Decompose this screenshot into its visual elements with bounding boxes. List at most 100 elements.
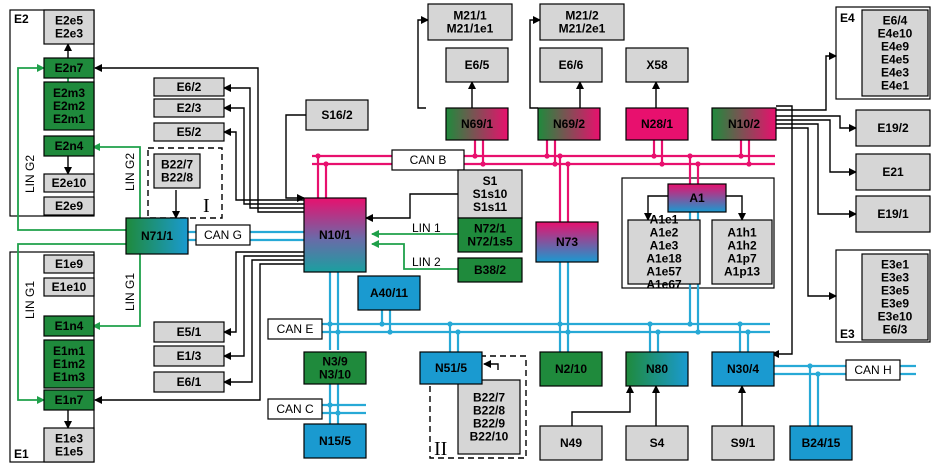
- module-label-line: S9/1: [731, 436, 756, 450]
- module-n71-1: N71/1: [141, 229, 173, 243]
- module-label-line: N49: [560, 436, 582, 450]
- module-n10-2: N10/2: [728, 117, 760, 131]
- module-label-line: E2m1: [53, 112, 85, 126]
- module-e2n4: E2n4: [55, 139, 84, 153]
- module-label-line: B22/10: [470, 430, 509, 444]
- module-n69-2: N69/2: [553, 117, 585, 131]
- module-label-line: X58: [646, 58, 668, 72]
- lin-g1-outer-label: LIN G1: [23, 281, 37, 319]
- module-label-line: A1e57: [646, 265, 682, 279]
- module-label-line: E4e9: [881, 40, 909, 54]
- module-label-line: E1n4: [55, 319, 84, 333]
- module-e6-1: E6/1: [177, 375, 202, 389]
- module-a40-11: A40/11: [370, 286, 408, 300]
- lin-g2-outer-label: LIN G2: [23, 155, 37, 193]
- module-label-line: N30/4: [727, 362, 759, 376]
- module-e2e9: E2e9: [55, 199, 83, 213]
- module-a1: A1: [689, 191, 705, 205]
- module-label-line: S1: [483, 174, 498, 188]
- module-label-line: N15/5: [319, 434, 351, 448]
- module-label-line: E2m2: [53, 99, 85, 113]
- lin-lines: [17, 64, 462, 404]
- module-label-line: A1h2: [727, 239, 757, 253]
- module-n2-10: N2/10: [555, 362, 587, 376]
- lin-1-label: LIN 1: [412, 221, 441, 235]
- module-label-line: N72/1: [474, 222, 506, 236]
- module-label-line: E4e10: [878, 27, 913, 41]
- module-label-line: E2n7: [55, 61, 84, 75]
- module-e1n4: E1n4: [55, 319, 84, 333]
- module-label-line: N51/5: [435, 361, 467, 375]
- lin-2-label: LIN 2: [412, 255, 441, 269]
- module-label-line: A1p7: [727, 252, 757, 266]
- lin-g1-inner-label: LIN G1: [123, 273, 137, 311]
- module-label-line: E3e1: [881, 258, 909, 272]
- module-e1n7: E1n7: [55, 393, 84, 407]
- module-e2-3: E2/3: [177, 101, 202, 115]
- module-label-line: E1/3: [177, 349, 202, 363]
- module-n80: N80: [646, 362, 668, 376]
- module-label-line: E5/1: [177, 325, 202, 339]
- module-e1e9: E1e9: [55, 257, 83, 271]
- module-label-line: M21/1e1: [447, 22, 494, 36]
- can-b-label: CAN B: [410, 153, 447, 167]
- module-label-line: A1e1: [650, 213, 679, 227]
- module-n30-4: N30/4: [727, 362, 759, 376]
- module-label-line: B22/9: [473, 417, 505, 431]
- module-label-line: E2/3: [177, 101, 202, 115]
- module-label-line: A1h1: [727, 226, 757, 240]
- module-label-line: E21: [882, 165, 904, 179]
- module-b38-2: B38/2: [474, 263, 506, 277]
- module-label-line: A1e3: [650, 239, 679, 253]
- module-e5-1: E5/1: [177, 325, 202, 339]
- group-label-i: I: [203, 195, 210, 217]
- module-x58: X58: [646, 58, 668, 72]
- module-e1e10: E1e10: [52, 280, 87, 294]
- module-label-line: E1e5: [55, 445, 83, 459]
- module-label-line: M21/1: [453, 9, 487, 23]
- module-label-line: E1m1: [53, 344, 85, 358]
- module-label-line: B22/8: [161, 171, 193, 185]
- module-label-line: B22/7: [473, 391, 505, 405]
- module-label-line: E2e5: [55, 14, 83, 28]
- module-label-line: B38/2: [474, 263, 506, 277]
- module-label-line: E4e5: [881, 53, 909, 67]
- can-e-bus: [322, 212, 770, 352]
- module-label-line: N69/2: [553, 117, 585, 131]
- module-label-line: E5/2: [177, 125, 202, 139]
- can-e-nodes: [327, 321, 751, 335]
- module-e6-2: E6/2: [177, 80, 202, 94]
- module-label-line: E1e10: [52, 280, 87, 294]
- can-e-label: CAN E: [277, 322, 314, 336]
- module-label-line: E3e3: [881, 271, 909, 285]
- module-label-line: E2e10: [52, 176, 87, 190]
- module-label-line: E4e1: [881, 79, 909, 93]
- module-label-line: E1m3: [53, 370, 85, 384]
- lin-g2-inner-label: LIN G2: [123, 153, 137, 191]
- module-label-line: E6/3: [883, 323, 908, 337]
- module-label-line: E2e3: [55, 27, 83, 41]
- module-label-line: S4: [650, 436, 665, 450]
- module-label-line: E4e3: [881, 66, 909, 80]
- module-label-line: N73: [556, 235, 578, 249]
- group-label-e2: E2: [14, 12, 29, 26]
- group-label-e1: E1: [14, 447, 29, 461]
- module-s9-1: S9/1: [731, 436, 756, 450]
- module-label-line: B22/7: [161, 158, 193, 172]
- module-label-line: B24/15: [802, 436, 841, 450]
- module-label-line: E3e5: [881, 284, 909, 298]
- module-label-line: S1s10: [473, 187, 508, 201]
- module-label-line: N10/2: [728, 117, 760, 131]
- module-label-line: E1n7: [55, 393, 84, 407]
- module-label-line: E6/1: [177, 375, 202, 389]
